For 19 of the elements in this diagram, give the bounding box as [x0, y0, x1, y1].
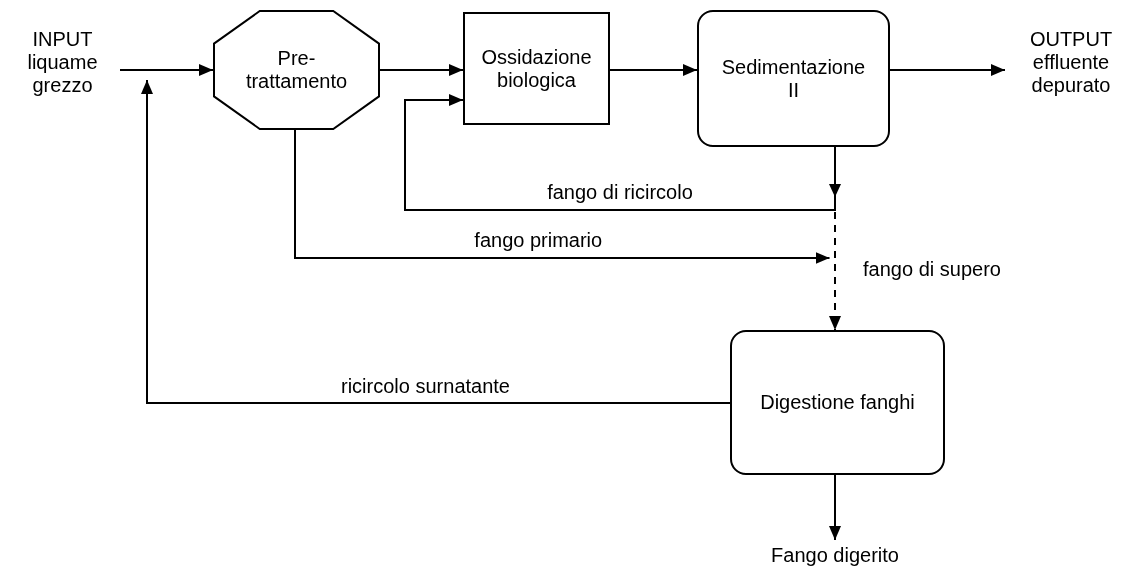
- arrow: [829, 474, 841, 541]
- arrow: [294, 129, 831, 264]
- node-label: INPUT liquame grezzo: [26, 27, 99, 97]
- process-box: [697, 10, 890, 147]
- arrow: [609, 64, 698, 76]
- arrow: [404, 94, 836, 211]
- arrow: [141, 79, 731, 404]
- node-label: Digestione fanghi: [760, 391, 915, 414]
- node-label: Fango digerito: [771, 543, 899, 567]
- node-label: Sedimentazione II: [720, 55, 867, 102]
- process-box: [730, 330, 945, 475]
- node-label: Ossidazione biologica: [480, 45, 593, 92]
- node-label: OUTPUT effluente depurato: [1028, 27, 1114, 97]
- arrow: [119, 64, 214, 76]
- node-label: Pre- trattamento: [244, 47, 349, 93]
- process-box: [463, 12, 610, 125]
- arrow: [379, 64, 464, 76]
- arrow: [889, 64, 1006, 76]
- octagon-box: [213, 10, 380, 130]
